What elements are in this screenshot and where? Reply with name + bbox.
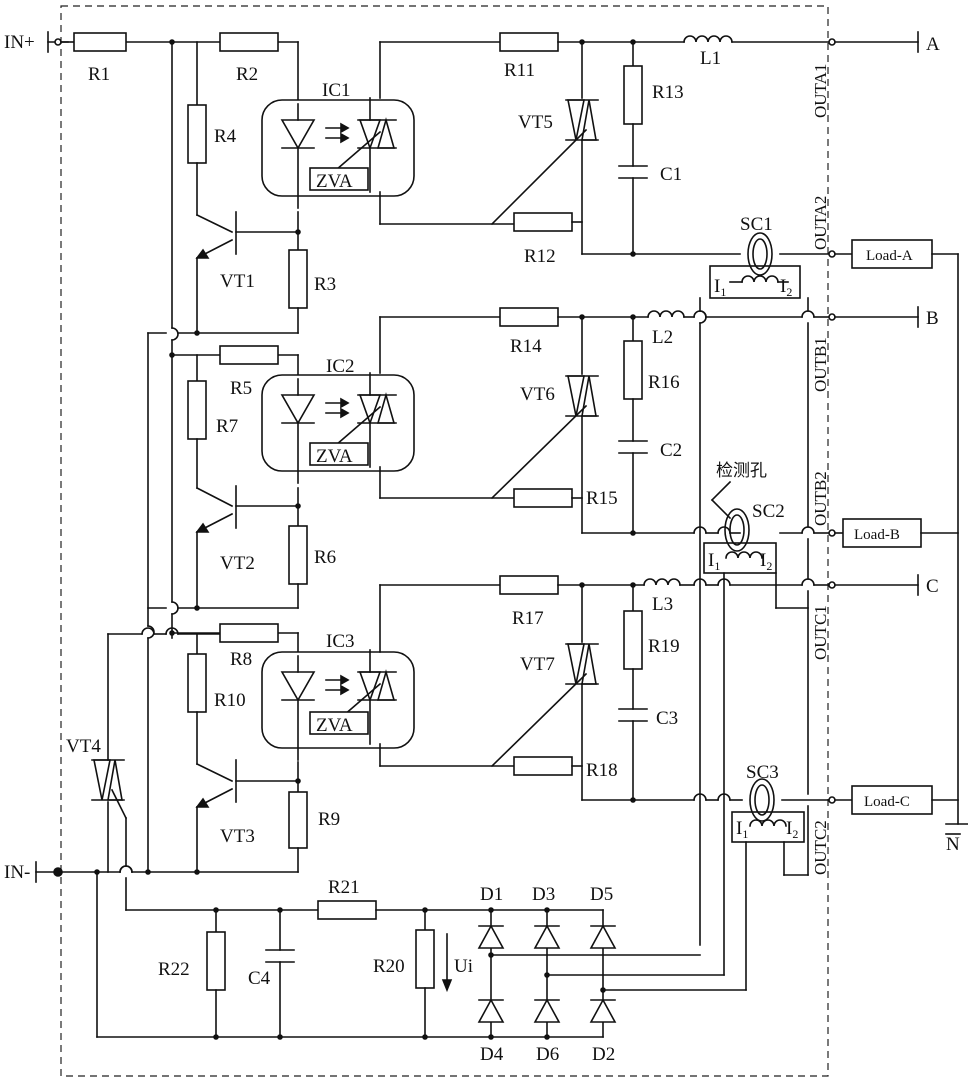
vt7-label: VT7 — [520, 654, 555, 675]
sc1-label: SC1 — [740, 214, 773, 235]
input-resistors: R1 R2 R5 R8 — [74, 33, 278, 670]
in-minus-label: IN- — [4, 862, 30, 883]
l1-label: L1 — [700, 48, 721, 69]
d3-label: D3 — [532, 884, 555, 905]
outc1-label: OUTC1 — [811, 605, 830, 660]
outa2-label: OUTA2 — [811, 196, 830, 250]
c3-label: C3 — [656, 708, 678, 729]
r19-label: R19 — [648, 636, 680, 657]
r4-label: R4 — [214, 126, 237, 147]
ic1-optocoupler: ZVA IC1 — [262, 80, 414, 208]
r14-label: R14 — [510, 336, 542, 357]
sc2-i1: I1 — [708, 550, 720, 573]
output-terminals: A B C Load-A Load-B Load-C N OUTA1 OUTA2… — [811, 32, 968, 875]
outa1-label: OUTA1 — [811, 64, 830, 118]
load-c-label: Load-C — [864, 794, 910, 810]
vt4-label: VT4 — [66, 736, 101, 757]
r12-label: R12 — [524, 246, 556, 267]
terminal-b-label: B — [926, 308, 939, 329]
r13-label: R13 — [652, 82, 684, 103]
vt3-label: VT3 — [220, 826, 255, 847]
terminal-c-label: C — [926, 576, 939, 597]
module-boundary — [61, 6, 828, 1076]
r11-label: R11 — [504, 60, 535, 81]
detection-hole-label: 检测孔 — [716, 461, 767, 480]
vt2-label: VT2 — [220, 553, 255, 574]
d5-label: D5 — [590, 884, 613, 905]
load-b-label: Load-B — [854, 527, 900, 543]
load-a-label: Load-A — [866, 248, 913, 264]
ic2-optocoupler: ZVA IC2 — [262, 356, 414, 483]
r21-label: R21 — [328, 877, 360, 898]
c4-label: C4 — [248, 968, 271, 989]
ic3-optocoupler: ZVA IC3 — [262, 631, 414, 760]
d4-label: D4 — [480, 1044, 504, 1065]
r10-label: R10 — [214, 690, 246, 711]
r2-label: R2 — [236, 64, 258, 85]
r7-label: R7 — [216, 416, 238, 437]
r15-label: R15 — [586, 488, 618, 509]
l2-label: L2 — [652, 327, 673, 348]
ic3-label: IC3 — [326, 631, 355, 652]
sc3-label: SC3 — [746, 762, 779, 783]
sc3-i2: I2 — [786, 818, 798, 841]
vt6-label: VT6 — [520, 384, 555, 405]
vt1-label: VT1 — [220, 271, 255, 292]
in-plus-label: IN+ — [4, 32, 35, 53]
l3-label: L3 — [652, 594, 673, 615]
ic3-zva: ZVA — [316, 715, 353, 736]
r22-label: R22 — [158, 959, 190, 980]
sc3-current-sensor: SC3 I1 I2 — [732, 539, 808, 990]
d2-label: D2 — [592, 1044, 615, 1065]
sc2-current-sensor: SC2 检测孔 I1 I2 — [704, 323, 808, 975]
r17-label: R17 — [512, 608, 544, 629]
d1-label: D1 — [480, 884, 503, 905]
r8-label: R8 — [230, 649, 252, 670]
ic1-label: IC1 — [322, 80, 351, 101]
d6-label: D6 — [536, 1044, 559, 1065]
ic1-zva: ZVA — [316, 171, 353, 192]
r6-label: R6 — [314, 547, 336, 568]
c1-label: C1 — [660, 164, 682, 185]
c2-label: C2 — [660, 440, 682, 461]
r1-label: R1 — [88, 64, 110, 85]
r16-label: R16 — [648, 372, 680, 393]
r18-label: R18 — [586, 760, 618, 781]
ui-label: Ui — [454, 956, 473, 977]
outb2-label: OUTB2 — [811, 471, 830, 526]
sc3-i1: I1 — [736, 818, 748, 841]
terminal-a-label: A — [926, 34, 940, 55]
outb1-label: OUTB1 — [811, 337, 830, 392]
sc1-i1: I1 — [714, 276, 726, 299]
terminal-n-label: N — [946, 834, 960, 855]
sc2-i2: I2 — [760, 550, 772, 573]
vt5-label: VT5 — [518, 112, 553, 133]
outc2-label: OUTC2 — [811, 820, 830, 875]
ic2-label: IC2 — [326, 356, 355, 377]
sc2-label: SC2 — [752, 501, 785, 522]
ic2-zva: ZVA — [316, 446, 353, 467]
r20-label: R20 — [373, 956, 405, 977]
r9-label: R9 — [318, 809, 340, 830]
sc1-i2: I2 — [780, 276, 792, 299]
r5-label: R5 — [230, 378, 252, 399]
r3-label: R3 — [314, 274, 336, 295]
